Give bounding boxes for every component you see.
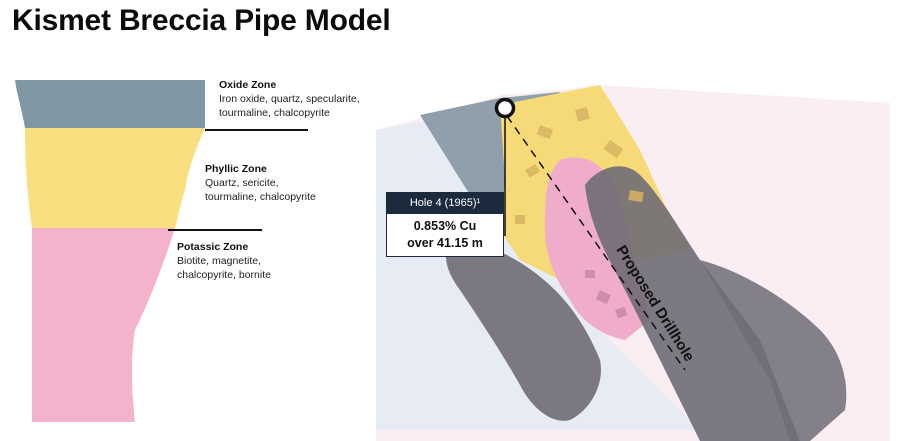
dark-intrusion-right <box>700 260 847 441</box>
oxide-zone-minerals-1: Iron oxide, quartz, specularite, <box>219 93 360 105</box>
phyllic-zone-minerals-1: Quartz, sericite, <box>205 177 279 189</box>
dark-intrusion-main <box>585 166 800 441</box>
phyllic-zone-label: Phyllic Zone Quartz, sericite, tourmalin… <box>205 162 316 204</box>
hole4-result: 0.853% Cu over 41.15 m <box>387 214 503 256</box>
phyllic-zone-name: Phyllic Zone <box>205 163 267 175</box>
dark-intrusion-branch <box>445 235 601 421</box>
phyllic-zone-shape <box>25 128 205 228</box>
drill-collar-icon <box>494 97 516 119</box>
potassic-clasts <box>585 270 628 319</box>
potassic-zone-shape <box>32 228 175 422</box>
hole4-title: Hole 4 (1965)¹ <box>387 193 503 214</box>
oxide-zone-name: Oxide Zone <box>219 79 277 91</box>
oxide-zone-shape <box>15 80 205 128</box>
potassic-zone-name: Potassic Zone <box>177 241 249 253</box>
breccia-clasts <box>515 106 644 224</box>
oxide-zone-label: Oxide Zone Iron oxide, quartz, speculari… <box>219 78 360 120</box>
potassic-zone-minerals-1: Biotite, magnetite, <box>177 255 262 267</box>
potassic-zone-minerals-2: chalcopyrite, bornite <box>177 269 271 281</box>
oxide-zone-minerals-2: tourmaline, chalcopyrite <box>219 107 330 119</box>
hole4-grade: 0.853% Cu <box>413 219 477 233</box>
page-title: Kismet Breccia Pipe Model <box>12 4 391 37</box>
pipe-column <box>15 80 308 422</box>
hole4-interval: over 41.15 m <box>407 236 483 250</box>
potassic-zone-label: Potassic Zone Biotite, magnetite, chalco… <box>177 240 271 282</box>
hole4-callout: Hole 4 (1965)¹ 0.853% Cu over 41.15 m <box>386 192 504 257</box>
proposed-drillhole-line <box>506 115 686 371</box>
phyllic-zone-minerals-2: tourmaline, chalcopyrite <box>205 191 316 203</box>
potassic-core <box>545 157 650 340</box>
